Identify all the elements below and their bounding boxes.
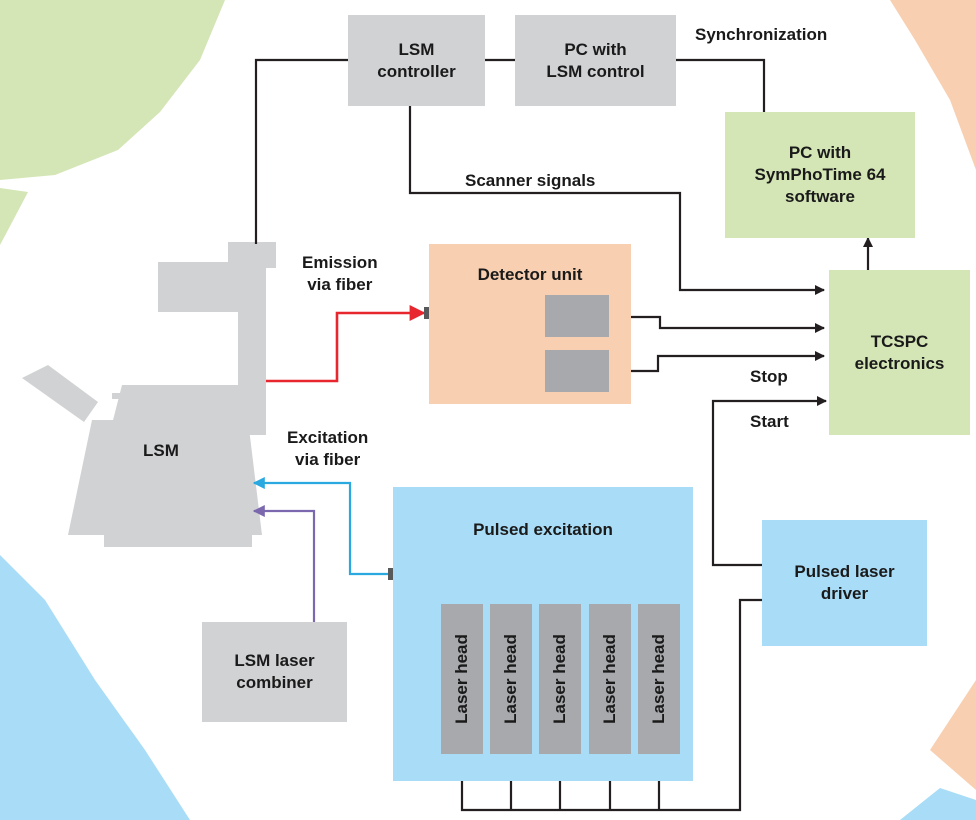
pulsed-laser-driver-box: Pulsed laser driver — [762, 520, 927, 646]
ring-green-top-left — [0, 0, 225, 180]
laser-head-1-label: Laser head — [452, 634, 471, 724]
tcspc-line1: TCSPC — [870, 331, 929, 351]
emission-label-line1: Emission — [302, 253, 378, 272]
lsm-controller-box: LSM controller — [348, 15, 485, 106]
emission-fiber-line — [266, 305, 426, 383]
laser-head-5-label: Laser head — [649, 634, 668, 724]
detector1-to-tcspc-line — [609, 315, 825, 333]
excitation-label: Excitation via fiber — [287, 427, 368, 471]
pc-lsm-control-line1: PC with — [564, 39, 627, 59]
pc-symphotime-line2: SymPhoTime 64 — [754, 165, 886, 184]
laser-head-2: Laser head — [490, 604, 532, 754]
scanner-signals-line — [408, 106, 825, 295]
laser-trigger-line — [460, 598, 762, 812]
pc-lsm-control-line2: LSM control — [546, 61, 645, 81]
ring-peach-bottom-right — [930, 680, 976, 790]
detector-1 — [545, 295, 609, 337]
lsm-controller-line1: LSM — [398, 39, 435, 59]
ring-peach-top-right — [890, 0, 976, 170]
synchronization-line — [676, 58, 766, 112]
lsm-laser-combiner-box: LSM laser combiner — [202, 622, 347, 722]
pc-lsm-control-box: PC with LSM control — [515, 15, 676, 106]
ring-blue-bottom-left — [0, 555, 190, 820]
detector-unit-title: Detector unit — [477, 265, 583, 284]
laser-head-3: Laser head — [539, 604, 581, 754]
start-line — [711, 396, 827, 567]
excitation-fiber-line — [252, 477, 389, 576]
pulsed-laser-driver-line2: driver — [820, 584, 869, 603]
laser-head-4-label: Laser head — [600, 634, 619, 724]
laser-head-4: Laser head — [589, 604, 631, 754]
lsm-laser-combiner-line1: LSM laser — [234, 651, 315, 670]
microscope-icon — [22, 242, 276, 547]
laser-head-1: Laser head — [441, 604, 483, 754]
controller-to-microscope-line — [254, 58, 348, 244]
stop-label: Stop — [750, 367, 788, 386]
laser-head-2-label: Laser head — [501, 634, 520, 724]
tcspc-electronics-box: TCSPC electronics — [829, 270, 970, 435]
excitation-label-line1: Excitation — [287, 428, 369, 447]
combiner-to-microscope-line — [252, 505, 316, 622]
synchronization-label: Synchronization — [695, 25, 828, 44]
ring-green-left — [0, 188, 28, 245]
ring-blue-bottom-right — [900, 788, 976, 820]
pulsed-laser-driver-line1: Pulsed laser — [794, 562, 895, 581]
detector-2 — [545, 350, 609, 392]
lsm-label: LSM — [143, 441, 179, 460]
emission-label: Emission via fiber — [302, 252, 378, 296]
pc-symphotime-line3: software — [785, 187, 855, 206]
start-label: Start — [750, 412, 789, 431]
detector2-to-tcspc-line — [609, 351, 825, 373]
pulsed-excitation-title: Pulsed excitation — [473, 520, 613, 539]
laser-head-5: Laser head — [638, 604, 680, 754]
scanner-signals-label: Scanner signals — [465, 171, 596, 190]
tcspc-line2: electronics — [854, 353, 945, 373]
lsm-controller-line2: controller — [377, 61, 456, 81]
lsm-laser-combiner-line2: combiner — [236, 673, 313, 692]
pc-symphotime-line1: PC with — [788, 143, 852, 162]
laser-head-3-label: Laser head — [550, 634, 569, 724]
excitation-label-line2: via fiber — [295, 450, 361, 469]
emission-label-line2: via fiber — [307, 275, 373, 294]
pc-symphotime-box: PC with SymPhoTime 64 software — [725, 112, 915, 238]
